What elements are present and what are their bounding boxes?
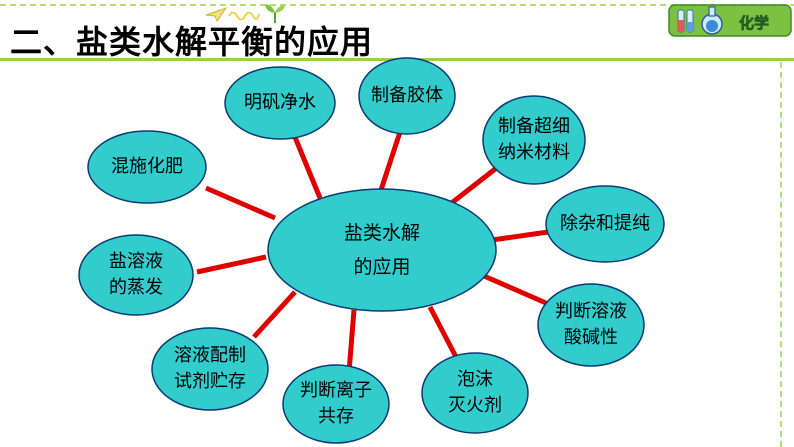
spoke-gongcun xyxy=(346,309,357,373)
node-label-nami: 制备超细 纳米材料 xyxy=(498,116,570,163)
node-label-miehuo: 泡沫 灭火剂 xyxy=(448,369,502,416)
node-feiliao: 混施化肥 xyxy=(88,131,206,203)
center-node: 盐类水解 的应用 xyxy=(268,189,496,311)
node-label-feiliao: 混施化肥 xyxy=(111,156,183,177)
node-mingfan: 明矾净水 xyxy=(225,67,335,139)
node-label-peizhi: 溶液配制 试剂贮存 xyxy=(174,345,246,392)
node-suanjian: 判断溶液 酸碱性 xyxy=(538,284,644,366)
node-label-tichun: 除杂和提纯 xyxy=(560,213,650,234)
bubble-tichun xyxy=(545,185,665,263)
paper-plane-icon xyxy=(205,7,227,22)
bubble-zhengfa xyxy=(78,234,194,316)
spoke-jiaoti xyxy=(378,131,403,191)
node-miehuo: 泡沫 灭火剂 xyxy=(422,353,528,433)
bubble-gongcun xyxy=(282,364,390,444)
spoke-miehuo xyxy=(427,305,459,359)
bubble-jiaoti xyxy=(358,57,456,135)
sprout-icon xyxy=(265,4,285,23)
chemistry-logo: 化学 xyxy=(668,4,792,37)
bubble-suanjian xyxy=(537,283,645,367)
node-label-zhengfa: 盐溶液 的蒸发 xyxy=(109,251,163,298)
wavy-line-icon xyxy=(228,11,260,21)
page-title: 二、盐类水解平衡的应用 xyxy=(10,23,374,61)
bubble-mingfan xyxy=(224,66,336,140)
node-gongcun: 判断离子 共存 xyxy=(283,365,389,443)
node-jiaoti: 制备胶体 xyxy=(359,58,455,134)
bubble-nami xyxy=(482,95,586,185)
spoke-zhengfa xyxy=(196,254,267,275)
node-tichun: 除杂和提纯 xyxy=(546,186,664,262)
bubble-miehuo xyxy=(421,352,529,434)
node-label-jiaoti: 制备胶体 xyxy=(371,85,443,106)
node-label-gongcun: 判断离子 共存 xyxy=(300,380,372,427)
node-label-mingfan: 明矾净水 xyxy=(244,92,316,113)
spoke-nami xyxy=(447,164,501,207)
center-label: 盐类水解 的应用 xyxy=(343,222,420,278)
spoke-peizhi xyxy=(252,290,297,339)
spoke-tichun xyxy=(491,229,549,243)
node-peizhi: 溶液配制 试剂贮存 xyxy=(152,328,268,410)
spoke-suanjian xyxy=(483,273,547,306)
bubble-feiliao xyxy=(87,130,207,204)
logo-label: 化学 xyxy=(739,14,769,32)
node-label-suanjian: 判断溶液 酸碱性 xyxy=(555,301,627,348)
node-nami: 制备超细 纳米材料 xyxy=(483,96,585,184)
bubble-peizhi xyxy=(151,327,269,411)
spoke-feiliao xyxy=(205,185,276,221)
header-dotted-line xyxy=(0,4,794,6)
right-dashed-border xyxy=(780,62,782,447)
center-bubble xyxy=(267,188,497,312)
node-zhengfa: 盐溶液 的蒸发 xyxy=(79,235,193,315)
